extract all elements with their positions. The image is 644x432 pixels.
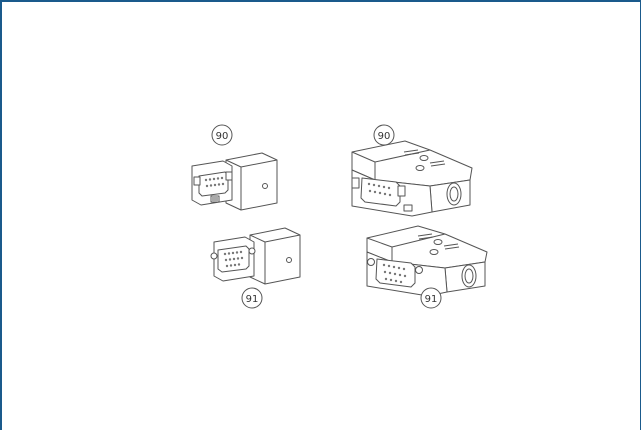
callout-label-top-left: 90 — [216, 131, 229, 142]
callout-bottom-right — [420, 287, 442, 309]
callout-top-right — [373, 124, 395, 146]
connector-angled-male — [351, 140, 473, 217]
callout-bottom-left — [241, 287, 263, 309]
callout-label-bottom-right: 91 — [425, 294, 438, 305]
connector-angled-female — [366, 225, 488, 297]
connector-straight-male — [191, 152, 278, 211]
callout-top-left — [211, 124, 233, 146]
callout-label-bottom-left: 91 — [246, 294, 259, 305]
callout-label-top-right: 90 — [378, 131, 391, 142]
connector-straight-female — [210, 227, 301, 285]
